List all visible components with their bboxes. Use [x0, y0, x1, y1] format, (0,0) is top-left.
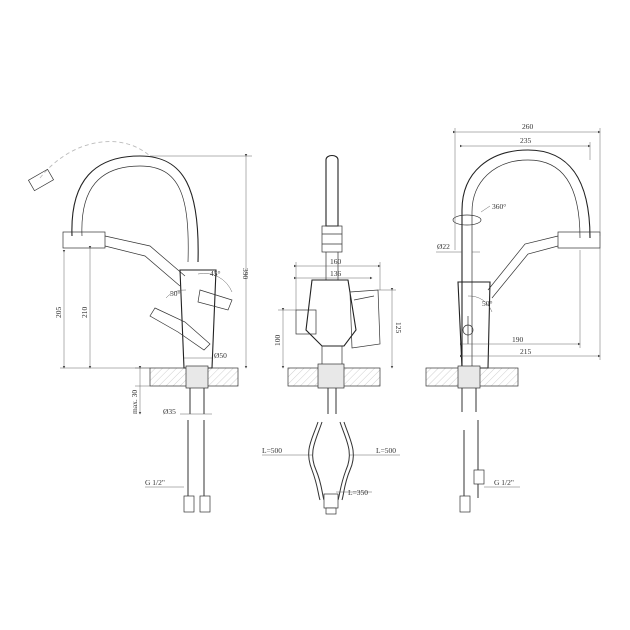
- right-view: 260 235 360° Ø22 50° 190 215 G 1/2": [425, 122, 601, 513]
- middle-hose-right: [337, 421, 350, 501]
- middle-spout-collar: [321, 225, 343, 253]
- left-alt-aerator: [27, 168, 55, 192]
- middle-dim-125: 125: [394, 322, 403, 334]
- left-dim-base-diameter: Ø50: [214, 351, 227, 360]
- right-dim-diameter: Ø22: [437, 242, 450, 251]
- middle-mount-nut: [317, 363, 345, 389]
- middle-dim-160: 160: [330, 257, 342, 266]
- left-dim-thread: G 1/2": [145, 478, 165, 487]
- right-spout: [461, 149, 591, 372]
- left-dim-210: 210: [80, 307, 89, 319]
- middle-view: 160 136 100 125 L=500 L=500 L=350: [262, 154, 403, 515]
- right-dim-235: 235: [520, 136, 532, 145]
- middle-dim-hose-center: L=350: [348, 488, 368, 497]
- middle-dim-hose-left: L=500: [262, 446, 282, 455]
- left-dim-mount-diameter: Ø35: [163, 407, 176, 416]
- middle-spout: [325, 154, 339, 227]
- left-dim-max-thickness: max. 30: [130, 390, 139, 414]
- left-dim-205: 205: [54, 307, 63, 319]
- right-dim-215: 215: [520, 347, 532, 356]
- right-dim-360: 360°: [492, 202, 506, 211]
- middle-lever-right: [349, 289, 381, 349]
- middle-dim-100: 100: [273, 335, 282, 347]
- middle-dim-hose-right: L=500: [376, 446, 396, 455]
- right-spout-head: [557, 231, 601, 249]
- right-dim-260: 260: [522, 122, 534, 131]
- right-mount-nut: [457, 365, 481, 389]
- left-lever-1: [149, 307, 211, 351]
- left-dim-45: 45°: [210, 269, 221, 278]
- left-spout: [71, 155, 199, 263]
- left-lever-2: [197, 289, 233, 311]
- left-spout-alt-position: [39, 141, 151, 179]
- right-dim-thread: G 1/2": [494, 478, 514, 487]
- right-body: [457, 281, 491, 369]
- middle-lever-left: [295, 309, 317, 335]
- middle-hose-left: [308, 421, 321, 501]
- middle-dim-136: 136: [330, 269, 342, 278]
- left-spout-head: [62, 231, 106, 249]
- right-dim-190: 190: [512, 335, 524, 344]
- left-view: 390 210 205 45° 50° Ø50 Ø35 max. 30 G 1/…: [27, 141, 252, 513]
- left-body: [179, 269, 217, 369]
- left-mount-nut: [185, 365, 209, 389]
- left-dim-50deg: 50°: [170, 289, 181, 298]
- right-rotation-ellipse: [452, 214, 482, 226]
- middle-body: [305, 279, 357, 347]
- left-dim-390: 390: [241, 268, 250, 280]
- right-dim-50deg: 50°: [482, 299, 493, 308]
